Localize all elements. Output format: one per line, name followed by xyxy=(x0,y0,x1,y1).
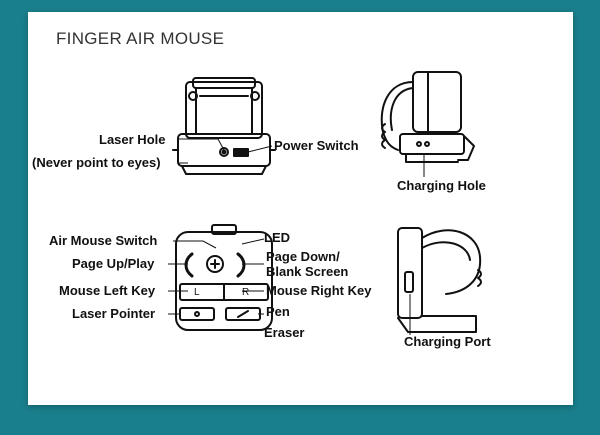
diagram-card: FINGER AIR MOUSE xyxy=(28,12,573,405)
label-laser-pointer: Laser Pointer xyxy=(72,306,156,321)
key-label-r: R xyxy=(242,287,250,298)
device-illustrations xyxy=(168,71,482,335)
label-charging-port: Charging Port xyxy=(404,334,491,349)
label-mouse-right-key: Mouse Right Key xyxy=(266,283,372,298)
top-view-device xyxy=(175,224,273,331)
leader-lines xyxy=(168,138,425,335)
label-laser-warning: (Never point to eyes) xyxy=(32,155,161,170)
front-view-device xyxy=(172,77,276,175)
label-laser-hole: Laser Hole xyxy=(99,132,166,147)
label-page-down: Page Down/ xyxy=(266,249,340,264)
label-air-mouse-switch: Air Mouse Switch xyxy=(49,233,158,248)
key-label-l: L xyxy=(194,287,200,298)
label-eraser: Eraser xyxy=(264,325,305,340)
label-blank-screen: Blank Screen xyxy=(266,264,349,279)
label-power-switch: Power Switch xyxy=(274,138,359,153)
label-mouse-left-key: Mouse Left Key xyxy=(59,283,156,298)
side-view-device xyxy=(380,71,475,163)
label-page-up: Page Up/Play xyxy=(72,256,155,271)
diagram-title: FINGER AIR MOUSE xyxy=(56,29,225,48)
label-led: LED xyxy=(264,230,290,245)
label-charging-hole: Charging Hole xyxy=(397,178,486,193)
label-pen: Pen xyxy=(266,304,290,319)
